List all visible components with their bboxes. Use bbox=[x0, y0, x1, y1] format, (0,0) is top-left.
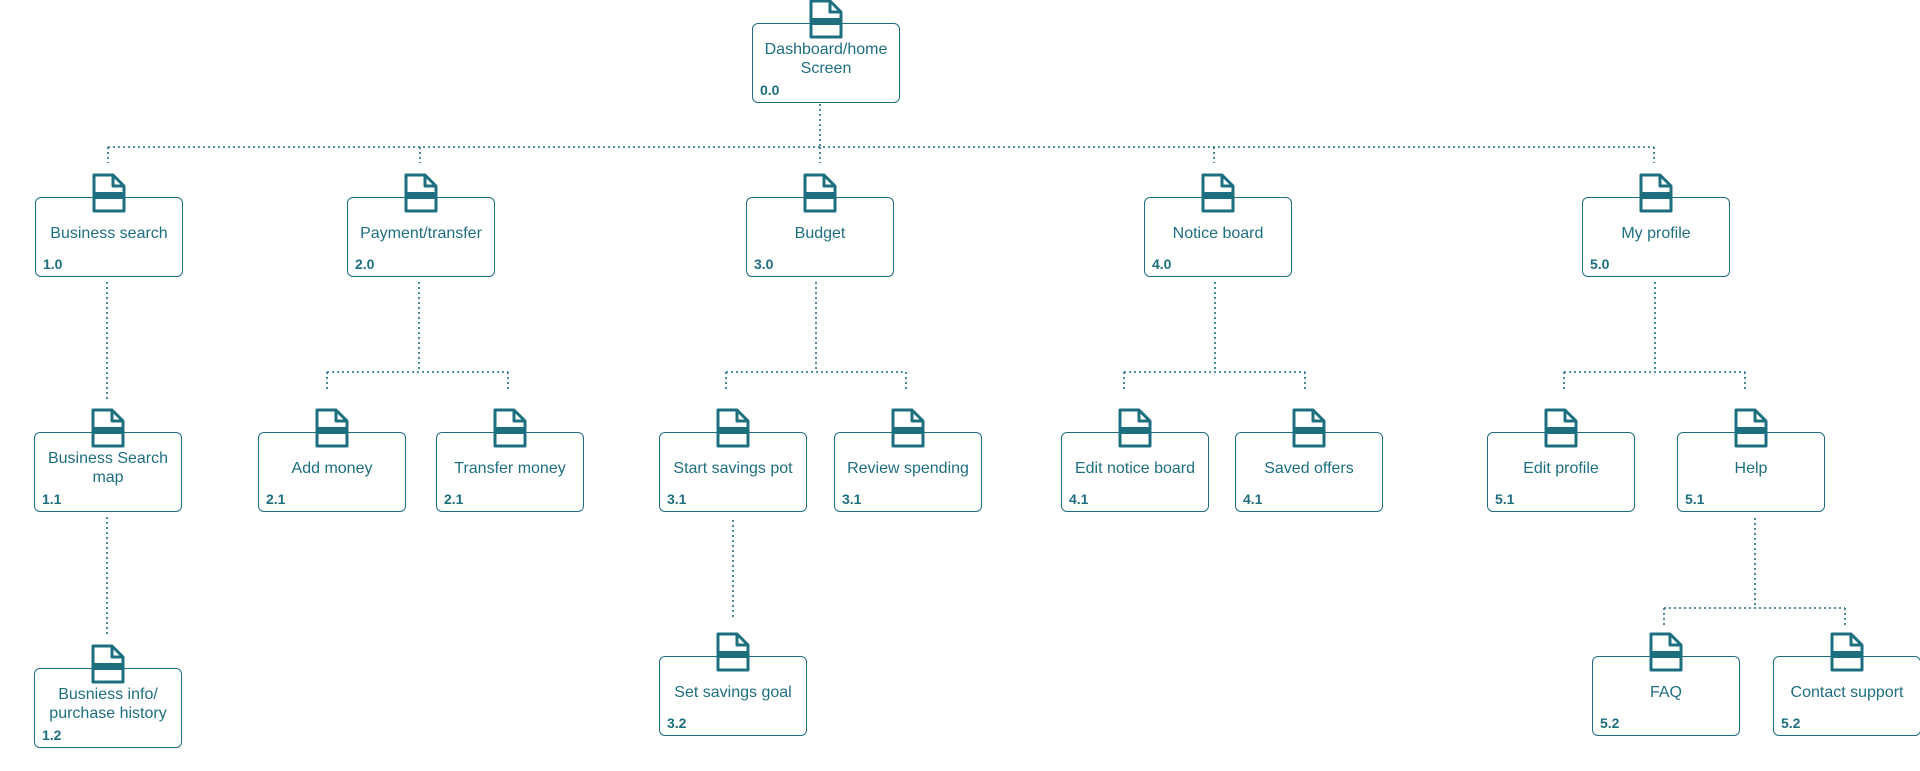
node-title: Help bbox=[1734, 459, 1768, 477]
node-id: 3.0 bbox=[754, 256, 774, 272]
node-id: 5.1 bbox=[1495, 491, 1515, 507]
node-edit-notice-board[interactable]: Edit notice board 4.1 bbox=[1061, 408, 1209, 512]
node-title: FAQ bbox=[1649, 683, 1682, 701]
document-icon bbox=[91, 644, 125, 684]
connector-budget-children bbox=[725, 282, 907, 390]
node-id: 4.0 bbox=[1152, 256, 1172, 272]
node-id: 1.1 bbox=[42, 491, 62, 507]
node-title: Edit notice board bbox=[1074, 459, 1196, 477]
document-icon bbox=[716, 632, 750, 672]
node-business-search[interactable]: Business search 1.0 bbox=[35, 173, 183, 277]
connector-profile-children bbox=[1563, 282, 1746, 390]
document-icon bbox=[716, 408, 750, 448]
connector-notice-children bbox=[1123, 282, 1306, 390]
node-payment-transfer[interactable]: Payment/transfer 2.0 bbox=[347, 173, 495, 277]
node-id: 5.2 bbox=[1600, 715, 1620, 731]
node-id: 4.1 bbox=[1243, 491, 1263, 507]
node-title: Saved offers bbox=[1264, 459, 1354, 477]
document-icon bbox=[91, 408, 125, 448]
node-title: Contact support bbox=[1790, 683, 1904, 701]
node-title: Add money bbox=[291, 459, 373, 477]
document-icon bbox=[1292, 408, 1326, 448]
node-title: My profile bbox=[1621, 224, 1691, 242]
node-id: 0.0 bbox=[760, 82, 780, 98]
document-icon bbox=[1118, 408, 1152, 448]
node-title: Business search bbox=[50, 224, 168, 242]
node-title: Start savings pot bbox=[673, 459, 793, 477]
node-id: 3.1 bbox=[842, 491, 862, 507]
document-icon bbox=[493, 408, 527, 448]
node-budget[interactable]: Budget 3.0 bbox=[746, 173, 894, 277]
node-id: 2.0 bbox=[355, 256, 375, 272]
node-id: 5.2 bbox=[1781, 715, 1801, 731]
document-icon bbox=[1734, 408, 1768, 448]
node-id: 3.2 bbox=[667, 715, 687, 731]
document-icon bbox=[803, 173, 837, 213]
node-title: Dashboard/home Screen bbox=[764, 41, 888, 77]
node-title: Business Search map bbox=[47, 450, 169, 486]
document-icon bbox=[1649, 632, 1683, 672]
node-id: 1.2 bbox=[42, 727, 62, 743]
node-title: Busniess info/ purchase history bbox=[49, 686, 167, 722]
node-transfer-money[interactable]: Transfer money 2.1 bbox=[436, 408, 584, 512]
node-start-savings-pot[interactable]: Start savings pot 3.1 bbox=[659, 408, 807, 512]
node-title: Notice board bbox=[1172, 224, 1264, 242]
node-title: Payment/transfer bbox=[360, 224, 482, 242]
node-notice-board[interactable]: Notice board 4.0 bbox=[1144, 173, 1292, 277]
node-id: 2.1 bbox=[266, 491, 286, 507]
document-icon bbox=[315, 408, 349, 448]
node-title: Budget bbox=[794, 224, 846, 242]
connector-payment-children bbox=[326, 282, 509, 390]
node-add-money[interactable]: Add money 2.1 bbox=[258, 408, 406, 512]
node-contact-support[interactable]: Contact support 5.2 bbox=[1773, 632, 1920, 736]
node-review-spending[interactable]: Review spending 3.1 bbox=[834, 408, 982, 512]
document-icon bbox=[1544, 408, 1578, 448]
node-help[interactable]: Help 5.1 bbox=[1677, 408, 1825, 512]
node-id: 2.1 bbox=[444, 491, 464, 507]
node-title: Edit profile bbox=[1523, 459, 1599, 477]
node-set-savings-goal[interactable]: Set savings goal 3.2 bbox=[659, 632, 807, 736]
node-faq[interactable]: FAQ 5.2 bbox=[1592, 632, 1740, 736]
document-icon bbox=[92, 173, 126, 213]
node-id: 5.1 bbox=[1685, 491, 1705, 507]
node-business-search-map[interactable]: Business Search map 1.1 bbox=[34, 408, 182, 512]
node-saved-offers[interactable]: Saved offers 4.1 bbox=[1235, 408, 1383, 512]
node-business-info[interactable]: Busniess info/ purchase history 1.2 bbox=[34, 644, 182, 748]
document-icon bbox=[1639, 173, 1673, 213]
connector-help-children bbox=[1663, 518, 1846, 625]
node-dashboard[interactable]: Dashboard/home Screen 0.0 bbox=[752, 0, 900, 103]
node-title: Transfer money bbox=[454, 459, 566, 477]
document-icon bbox=[809, 0, 843, 39]
node-edit-profile[interactable]: Edit profile 5.1 bbox=[1487, 408, 1635, 512]
node-my-profile[interactable]: My profile 5.0 bbox=[1582, 173, 1730, 277]
node-id: 4.1 bbox=[1069, 491, 1089, 507]
node-title: Review spending bbox=[847, 459, 969, 477]
document-icon bbox=[1201, 173, 1235, 213]
node-id: 1.0 bbox=[43, 256, 63, 272]
document-icon bbox=[404, 173, 438, 213]
document-icon bbox=[891, 408, 925, 448]
node-title: Set savings goal bbox=[674, 683, 792, 701]
node-id: 5.0 bbox=[1590, 256, 1610, 272]
document-icon bbox=[1830, 632, 1864, 672]
node-id: 3.1 bbox=[667, 491, 687, 507]
